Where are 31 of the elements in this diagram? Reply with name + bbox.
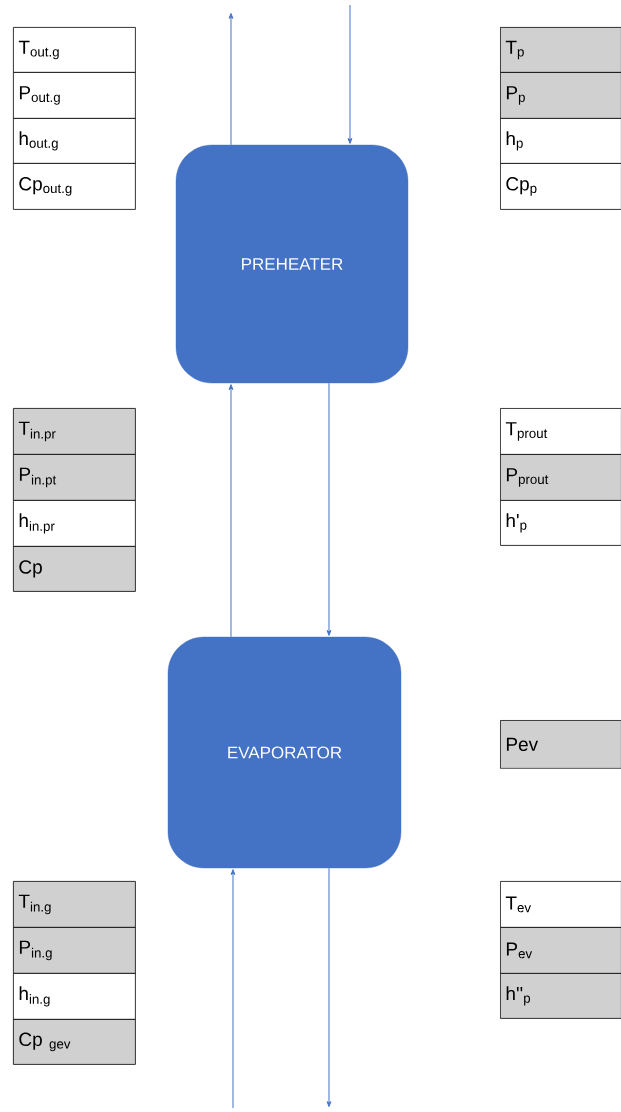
table-cell: T$_{p}$: [500, 27, 621, 73]
table-cell: P$_{in.g}$: [13, 927, 136, 974]
arrow: [228, 384, 234, 638]
arrow: [230, 869, 236, 1109]
table-cell: T$_{prout}$: [500, 408, 621, 455]
table-cell: Cp$_{p}$: [500, 163, 621, 210]
table-cell: T$_{ev}$: [500, 881, 621, 928]
table-cell: h$_{in.pr}$: [13, 500, 136, 547]
table-cell: h$_{out.g}$: [13, 118, 136, 164]
table-cell: h''$_{p}$: [500, 973, 621, 1019]
arrow: [326, 867, 332, 1108]
table-cell: T$_{in.pr}$: [13, 408, 136, 455]
arrow: [326, 382, 332, 636]
table-cell: P$_{out.g}$: [13, 72, 136, 119]
table-cell: Pev: [500, 720, 621, 769]
process-box: PREHEATER: [175, 144, 409, 384]
table-cell: P$_{p}$: [500, 72, 621, 119]
table-cell: h'$_{p}$: [500, 500, 621, 546]
table-cell: T$_{in.g}$: [13, 881, 136, 928]
arrow: [347, 4, 353, 144]
arrow: [228, 12, 234, 146]
table-cell: P$_{ev}$: [500, 927, 621, 974]
table-cell: Cp: [13, 546, 136, 592]
table-cell: P$_{prout}$: [500, 454, 621, 501]
table-cell: T$_{out.g}$: [13, 27, 136, 73]
table-cell: h$_{in.g}$: [13, 973, 136, 1020]
process-box: EVAPORATOR: [167, 636, 402, 869]
table-cell: P$_{in.pt}$: [13, 454, 136, 501]
table-cell: h$_{p}$: [500, 118, 621, 164]
table-cell: Cp$_{out.g}$: [13, 163, 136, 210]
table-cell: Cp $_{gev}$: [13, 1019, 136, 1065]
